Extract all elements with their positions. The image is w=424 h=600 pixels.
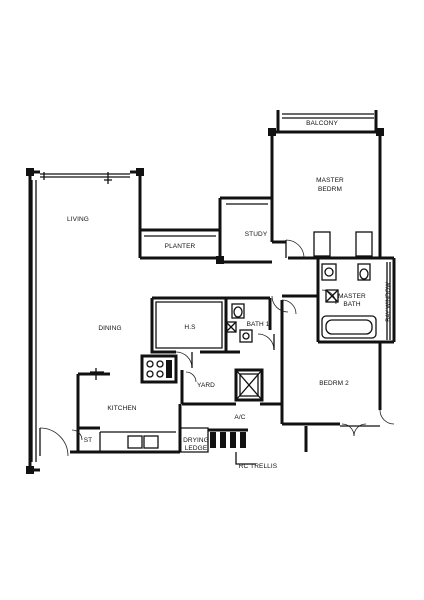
interior-walls (78, 240, 380, 452)
label-balcony: BALCONY (306, 120, 338, 127)
label-master-bedroom-1: MASTER (316, 177, 344, 184)
label-hs: H.S (184, 324, 196, 331)
label-ac: A/C (234, 414, 245, 421)
label-bath1: BATH 1 (247, 321, 270, 328)
label-living: LIVING (67, 216, 89, 223)
room-labels: BALCONY MASTER BEDRM LIVING PLANTER STUD… (67, 120, 392, 470)
exterior-walls (28, 110, 396, 472)
label-bedroom2: BEDRM 2 (319, 380, 349, 387)
label-bay-window: BAY WINDOW (386, 282, 392, 322)
window-lines (31, 113, 391, 462)
label-dining: DINING (98, 325, 121, 332)
doors (39, 239, 395, 457)
label-planter: PLANTER (165, 243, 196, 250)
label-st: ST (84, 437, 93, 444)
label-yard: YARD (197, 382, 215, 389)
label-kitchen: KITCHEN (107, 405, 136, 412)
label-drying-ledge-1: DRYING (183, 437, 209, 444)
fixtures (26, 128, 384, 474)
label-master-bath-2: BATH (343, 301, 360, 308)
label-study: STUDY (245, 231, 268, 238)
label-drying-ledge-2: LEDGE (185, 445, 208, 452)
label-master-bath-1: MASTER (338, 293, 366, 300)
label-rc-trellis: RC TRELLIS (239, 463, 278, 470)
label-master-bedroom-2: BEDRM (318, 186, 342, 193)
